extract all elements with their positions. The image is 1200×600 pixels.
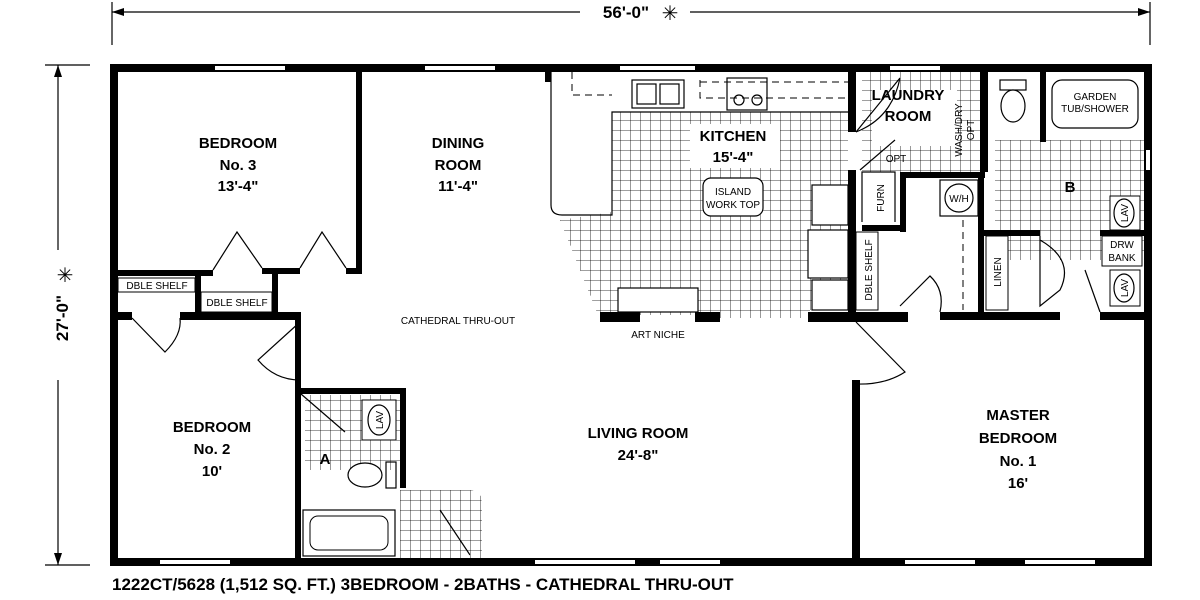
kitchen-fixtures: ISLAND WORK TOP ART NICHE [550,72,849,341]
master-size: 16' [1008,475,1028,492]
wash-dry-label-1: WASH/DRY [954,103,965,157]
lav-icon [1109,269,1141,307]
asterisk-icon: ✳ [57,265,74,287]
bedroom3-closet: DBLE SHELF DBLE SHELF [117,230,347,381]
bath-a-label: A [320,451,331,468]
lav-label-1: LAV [375,411,386,429]
garden-tub-label-2: TUB/SHOWER [1061,104,1129,115]
cathedral-label: CATHEDRAL THRU-OUT [401,316,515,327]
island-label-1: ISLAND [715,187,751,198]
interior-walls [118,72,1152,566]
dining-name-2: ROOM [435,157,482,174]
laundry-area: LAUNDRY ROOM WASH/DRY OPT OPT FURN W/H D… [855,77,979,313]
lav-label-3: LAV [1120,279,1131,297]
laundry-label-1: LAUNDRY [872,87,945,104]
art-niche [617,287,699,313]
room-labels: BEDROOM No. 3 13'-4" DINING ROOM 11'-4" … [173,124,1057,492]
lav-icon [1109,195,1141,231]
depth-dimension-label: 27'-0" [53,295,72,341]
refrigerator [811,184,849,226]
drw-bank-label-1: DRW [1110,240,1134,251]
drawer-bank [1101,235,1143,267]
depth-dimension: ✳ 27'-0" [45,64,90,566]
toilet-icon [999,79,1027,123]
dble-shelf-label-3: DBLE SHELF [864,239,875,300]
living-size: 24'-8" [618,447,659,464]
width-dimension-label: 56'-0" [603,3,649,22]
bedroom2-name-2: No. 2 [194,441,231,458]
stove-icon [726,77,768,111]
lav-label-2: LAV [1120,204,1131,222]
bedroom3-name-2: No. 3 [220,157,257,174]
island-label-2: WORK TOP [706,200,760,211]
dining-name-1: DINING [432,135,485,152]
dble-shelf-label-2: DBLE SHELF [206,298,267,309]
width-dimension: 56'-0" ✳ [111,2,1151,45]
wash-dry-label-2: OPT [966,120,977,141]
furn-label: FURN [876,184,887,212]
master-name-3: No. 1 [1000,453,1037,470]
dble-shelf-label-1: DBLE SHELF [126,281,187,292]
dining-size: 11'-4" [438,178,478,195]
kitchen-name: KITCHEN [700,128,767,145]
toilet-icon [347,461,397,489]
bedroom3-name-1: BEDROOM [199,135,277,152]
bath-a: LAV A [300,393,471,557]
opt-label: OPT [886,154,907,165]
windows [160,66,1150,564]
bedroom2-name-1: BEDROOM [173,419,251,436]
pantry [807,229,849,279]
lav-icon [361,399,397,441]
master-name-1: MASTER [986,407,1050,424]
laundry-label-2: ROOM [885,108,932,125]
master-door [855,321,906,385]
linen-label: LINEN [993,257,1004,286]
master-bath: GARDEN TUB/SHOWER B LAV DRW BANK LAV LIN… [985,79,1143,313]
bedroom2-size: 10' [202,463,222,480]
bath-b-label: B [1065,179,1076,196]
wh-label: W/H [949,194,968,205]
garden-tub [1051,79,1139,129]
garden-tub-label-1: GARDEN [1074,92,1117,103]
asterisk-icon: ✳ [662,3,679,25]
bedroom3-size: 13'-4" [218,178,259,195]
master-name-2: BEDROOM [979,430,1057,447]
living-name: LIVING ROOM [588,425,689,442]
water-heater-icon [939,179,979,217]
sink-icon [631,79,685,109]
island-work-top [702,177,764,217]
art-niche-label: ART NICHE [631,330,685,341]
drw-bank-label-2: BANK [1108,253,1136,264]
plan-caption: 1222CT/5628 (1,512 SQ. FT.) 3BEDROOM - 2… [112,575,734,594]
kitchen-size: 15'-4" [713,149,754,166]
